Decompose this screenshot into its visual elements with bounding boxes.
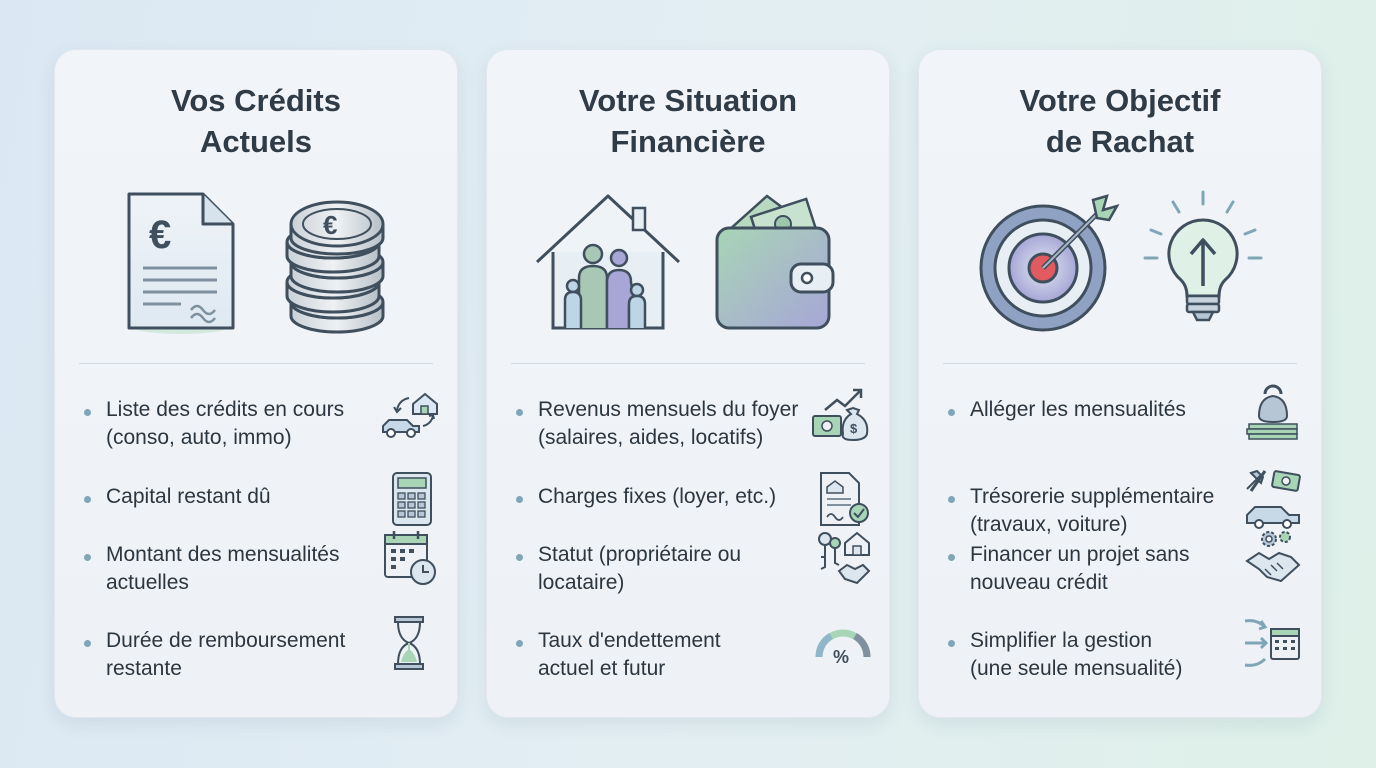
- arrows-calendar-icon: [1244, 619, 1300, 667]
- item-text: Trésorerie supplémentaire (travaux, voit…: [970, 485, 1215, 536]
- weight-money-icon: [1246, 384, 1298, 440]
- hero-illustration: [919, 190, 1321, 335]
- divider: [511, 363, 865, 364]
- bullet: [948, 554, 955, 561]
- bullet: [84, 554, 91, 561]
- list-item: Taux d'endettement actuel et futur %: [487, 627, 889, 701]
- card-title: Votre Objectif de Rachat: [1019, 83, 1221, 159]
- lightbulb-icon: [1143, 190, 1263, 322]
- list-item: Alléger les mensualités: [919, 384, 1321, 470]
- family-house-icon: [535, 194, 681, 330]
- bullet: [516, 554, 523, 561]
- keys-house-handshake-icon: [818, 531, 871, 585]
- bullet: [84, 496, 91, 503]
- list-item: Durée de remboursement restante: [55, 616, 457, 701]
- list-item: Capital restant dû: [55, 472, 457, 557]
- bullet: [516, 409, 523, 416]
- card-situation-financiere: Votre Situation Financière: [486, 49, 890, 718]
- item-text: Taux d'endettement actuel et futur: [538, 629, 721, 680]
- tools-car-icon: [1246, 469, 1301, 529]
- house-car-icon: [382, 392, 438, 438]
- card-title: Vos Crédits Actuels: [171, 83, 341, 159]
- hourglass-icon: [394, 616, 424, 670]
- item-text: Simplifier la gestion (une seule mensual…: [970, 629, 1183, 680]
- divider: [79, 363, 433, 364]
- card-credits-actuels: Vos Crédits Actuels €: [54, 49, 458, 718]
- bullet: [948, 496, 955, 503]
- item-text: Charges fixes (loyer, etc.): [538, 485, 777, 508]
- item-text: Durée de remboursement restante: [106, 629, 346, 680]
- list-item: Charges fixes (loyer, etc.): [487, 472, 889, 557]
- list-item: Revenus mensuels du foyer (salaires, aid…: [487, 388, 889, 470]
- divider: [943, 363, 1297, 364]
- svg-text:€: €: [149, 213, 171, 257]
- list-item: Simplifier la gestion (une seule mensual…: [919, 619, 1321, 701]
- list-item: Liste des crédits en cours (conso, auto,…: [55, 392, 457, 470]
- bullet: [84, 409, 91, 416]
- hero-illustration: [487, 190, 889, 335]
- contract-icon: [820, 472, 869, 526]
- euro-document-icon: €: [127, 192, 235, 334]
- item-text: Revenus mensuels du foyer (salaires, aid…: [538, 398, 799, 449]
- list-item: Financer un projet sans nouveau crédit: [919, 531, 1321, 615]
- euro-coin-stack-icon: €: [285, 200, 385, 334]
- svg-text:%: %: [833, 647, 849, 667]
- item-text: Alléger les mensualités: [970, 398, 1186, 421]
- list-item: Statut (propriétaire ou locataire): [487, 531, 889, 615]
- calendar-clock-icon: [384, 531, 436, 585]
- svg-text:€: €: [323, 210, 337, 240]
- svg-text:$: $: [850, 421, 858, 436]
- hero-illustration: €: [55, 190, 457, 335]
- item-text: Liste des crédits en cours (conso, auto,…: [106, 398, 345, 449]
- bullet: [516, 496, 523, 503]
- item-text: Statut (propriétaire ou locataire): [538, 543, 742, 594]
- list-item: Trésorerie supplémentaire (travaux, voit…: [919, 469, 1321, 557]
- card-title: Votre Situation Financière: [578, 83, 798, 159]
- percent-gauge-icon: %: [815, 629, 871, 667]
- calculator-icon: [392, 472, 432, 526]
- money-growth-icon: $: [812, 388, 869, 442]
- item-text: Financer un projet sans nouveau crédit: [970, 543, 1190, 594]
- list-item: Montant des mensualités actuelles: [55, 531, 457, 615]
- bullet: [516, 640, 523, 647]
- target-arrow-icon: [979, 194, 1120, 332]
- bullet: [948, 409, 955, 416]
- item-text: Montant des mensualités actuelles: [106, 543, 340, 594]
- bullet: [84, 640, 91, 647]
- item-text: Capital restant dû: [106, 485, 271, 508]
- card-objectif-rachat: Votre Objectif de Rachat: [918, 49, 1322, 718]
- wallet-icon: [715, 194, 835, 330]
- bullet: [948, 640, 955, 647]
- gears-handshake-icon: [1245, 531, 1301, 583]
